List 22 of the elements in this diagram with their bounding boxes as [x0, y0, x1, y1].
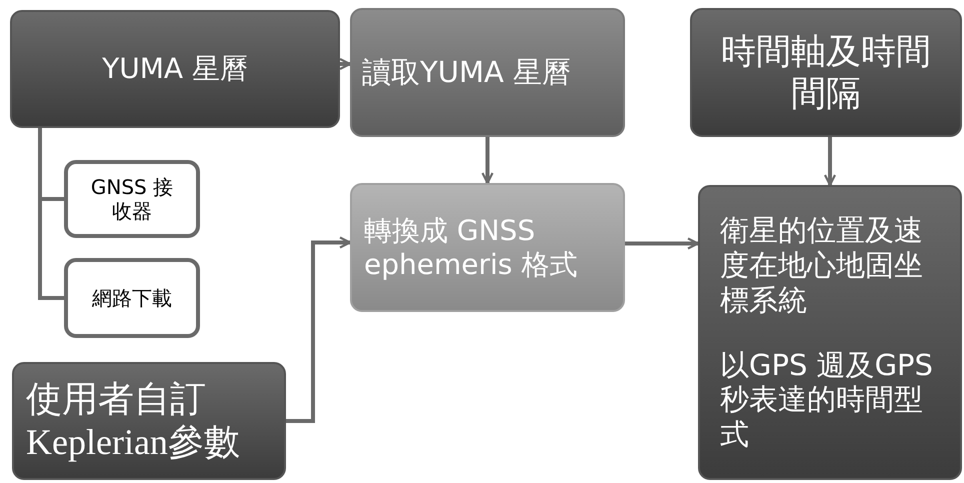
box-text: 網路下載	[91, 286, 173, 310]
arrow	[824, 137, 836, 186]
box-text: YUMA 星曆	[101, 52, 249, 86]
process-box	[350, 8, 625, 137]
box-text: 讀取YUMA 星曆	[362, 55, 572, 90]
arrow	[481, 137, 494, 184]
box-text: 以GPS 週及GPS 秒表達的時間型式	[720, 348, 934, 452]
arrow	[625, 237, 700, 250]
arrow	[286, 236, 352, 423]
box-text: 時間軸及時間間隔	[720, 30, 932, 114]
process-box	[350, 183, 625, 312]
process-box	[10, 10, 340, 128]
process-box	[698, 185, 962, 480]
box-text: 轉換成 GNSS ephemeris 格式	[364, 214, 578, 282]
box-text: 使用者自訂 Keplerian參數	[26, 378, 241, 464]
process-box	[690, 8, 962, 137]
box-text: 衛星的位置及速度在地心地固坐標系統	[720, 213, 924, 318]
box-text: GNSS 接收器	[90, 175, 174, 223]
process-box	[12, 362, 286, 480]
source-box	[64, 160, 200, 238]
source-box	[64, 258, 200, 338]
arrow	[338, 58, 352, 70]
